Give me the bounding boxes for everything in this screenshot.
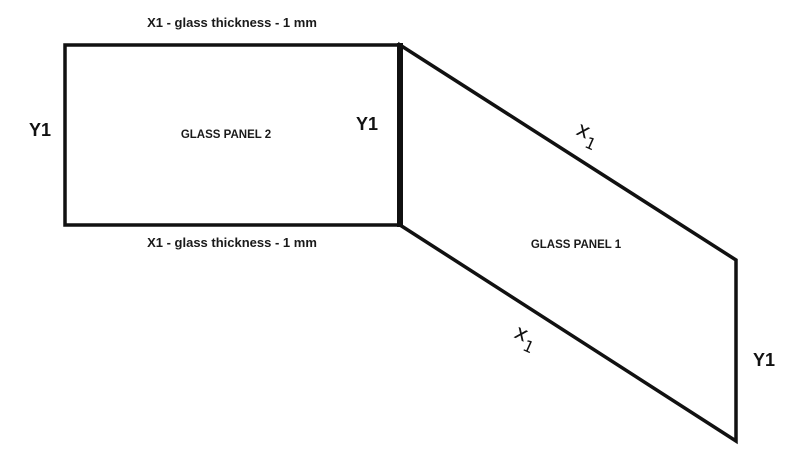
y1-middle-label: Y1 (356, 114, 378, 134)
x1-top-diagonal-label: x 1 (573, 117, 599, 155)
y1-right-label: Y1 (753, 350, 775, 370)
x1-bottom-diagonal-label: x 1 (511, 320, 537, 358)
top-edge-label: X1 - glass thickness - 1 mm (147, 15, 317, 30)
glass-panel-2-label: GLASS PANEL 2 (181, 129, 271, 141)
bottom-edge-label: X1 - glass thickness - 1 mm (147, 235, 317, 250)
y1-left-label: Y1 (29, 120, 51, 140)
glass-panel-1-outline (398, 41, 738, 445)
glass-panel-1-label: GLASS PANEL 1 (531, 239, 622, 251)
